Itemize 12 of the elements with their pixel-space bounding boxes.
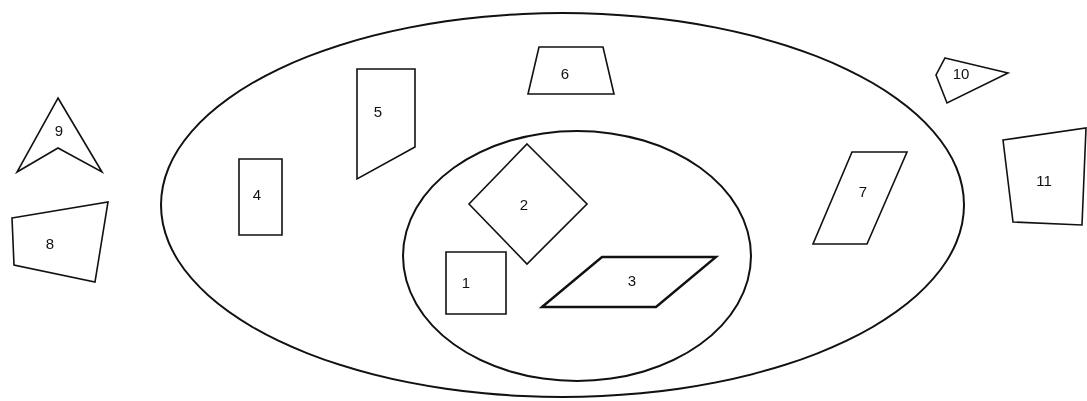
shape-number: 1 (461, 275, 471, 291)
shape-number: 9 (54, 123, 64, 139)
shape-number: 8 (45, 236, 55, 252)
shape-number: 6 (560, 66, 570, 82)
shape-number: 2 (519, 197, 529, 213)
set-ellipse (402, 130, 752, 382)
shape-number: 4 (252, 187, 262, 203)
shape-number: 3 (627, 273, 637, 289)
shape-number: 11 (1036, 173, 1052, 189)
shape-number: 5 (373, 104, 383, 120)
shape-number: 7 (858, 184, 868, 200)
shape-number: 10 (952, 66, 970, 82)
